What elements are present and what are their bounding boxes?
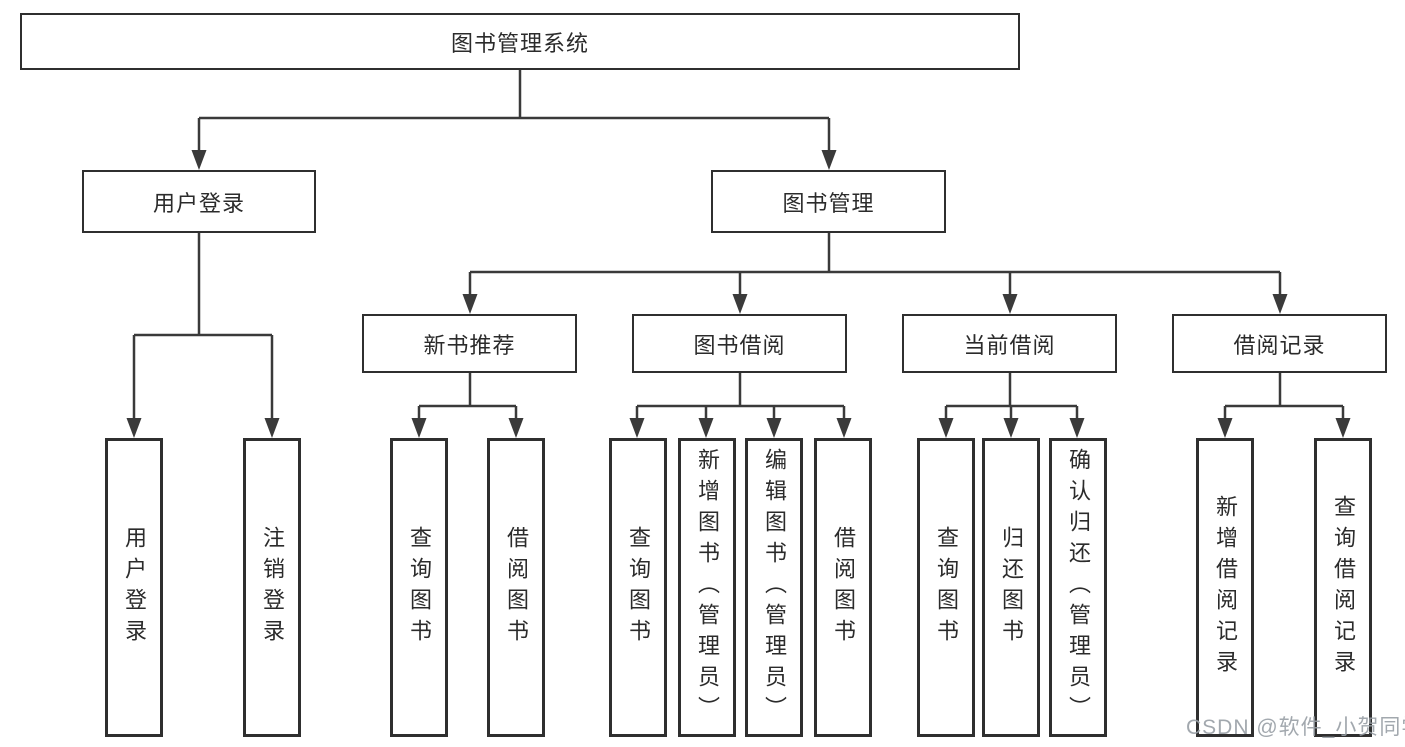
node-new-book-recommendation: 新书推荐 xyxy=(362,314,577,373)
leaf-user-login: 用户登录 xyxy=(105,438,163,737)
leaf-borrow-books-recommendation: 借阅图书 xyxy=(487,438,545,737)
node-user-login: 用户登录 xyxy=(82,170,316,233)
node-book-management: 图书管理 xyxy=(711,170,946,233)
leaf-confirm-return-admin: 确认归还（管理员） xyxy=(1049,438,1107,737)
leaf-borrow-books-borrowing: 借阅图书 xyxy=(814,438,872,737)
leaf-query-borrow-record: 查询借阅记录 xyxy=(1314,438,1372,737)
node-current-borrowing: 当前借阅 xyxy=(902,314,1117,373)
node-book-borrowing: 图书借阅 xyxy=(632,314,847,373)
leaf-return-books: 归还图书 xyxy=(982,438,1040,737)
node-library-management-system: 图书管理系统 xyxy=(20,13,1020,70)
leaf-add-books-admin: 新增图书（管理员） xyxy=(678,438,736,737)
leaf-query-books-borrowing: 查询图书 xyxy=(609,438,667,737)
leaf-query-books-current: 查询图书 xyxy=(917,438,975,737)
leaf-query-books-recommendation: 查询图书 xyxy=(390,438,448,737)
leaf-add-borrow-record: 新增借阅记录 xyxy=(1196,438,1254,737)
leaf-logout: 注销登录 xyxy=(243,438,301,737)
watermark: CSDN @软件_小贺同学 xyxy=(1186,716,1405,739)
leaf-edit-books-admin: 编辑图书（管理员） xyxy=(745,438,803,737)
node-borrowing-records: 借阅记录 xyxy=(1172,314,1387,373)
